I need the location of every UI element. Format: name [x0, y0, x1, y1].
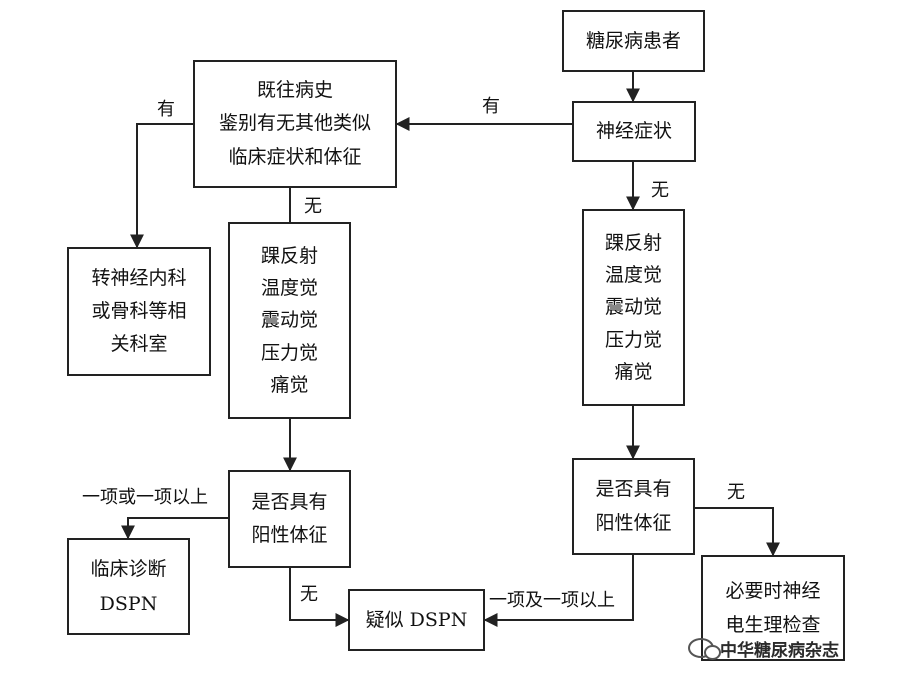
node-electrophys-line-1: 必要时神经	[725, 579, 821, 602]
node-clinical-dx-line-2: DSPN	[99, 592, 158, 615]
label-yes-referral: 有	[157, 99, 175, 120]
edge-positive-right-to-electrophys	[694, 507, 780, 557]
node-referral-line-1: 转神经内科	[91, 266, 187, 289]
node-exam-left-line-1: 踝反射	[260, 244, 318, 267]
node-patient: 糖尿病患者	[562, 10, 705, 72]
node-history-line-1: 既往病史	[256, 79, 333, 102]
node-positive-left: 是否具有 阳性体征	[228, 470, 351, 568]
node-symptoms-text: 神经症状	[595, 120, 672, 143]
node-exam-right: 踝反射 温度觉 震动觉 压力觉 痛觉	[582, 209, 685, 406]
watermark-text: 中华糖尿病杂志	[720, 640, 839, 661]
node-referral-line-3: 关科室	[110, 333, 168, 356]
node-history: 既往病史 鉴别有无其他类似 临床症状和体征	[193, 60, 397, 188]
node-electrophys: 必要时神经 电生理检查	[701, 555, 845, 661]
node-referral: 转神经内科 或骨科等相 关科室	[67, 247, 211, 376]
label-no-left: 无	[304, 196, 322, 217]
node-clinical-dx: 临床诊断 DSPN	[67, 538, 190, 635]
node-history-line-3: 临床症状和体征	[228, 145, 362, 168]
label-yes-history: 有	[482, 96, 500, 117]
label-no-suspected: 无	[300, 584, 318, 605]
node-positive-right-line-2: 阳性体征	[595, 511, 672, 534]
node-exam-left-line-4: 压力觉	[260, 341, 318, 364]
label-no-electrophys: 无	[727, 482, 745, 503]
journal-watermark: 中华糖尿病杂志	[688, 628, 896, 668]
node-history-line-2: 鉴别有无其他类似	[218, 112, 371, 135]
node-positive-right: 是否具有 阳性体征	[572, 458, 695, 555]
node-exam-left: 踝反射 温度觉 震动觉 压力觉 痛觉	[228, 222, 351, 419]
node-suspected: 疑似 DSPN	[348, 589, 485, 651]
edge-positive-right-to-suspected	[483, 555, 634, 627]
node-exam-right-line-1: 踝反射	[604, 231, 662, 254]
node-referral-line-2: 或骨科等相	[91, 299, 187, 322]
node-positive-left-line-1: 是否具有	[251, 490, 328, 513]
node-patient-text: 糖尿病患者	[585, 29, 681, 52]
node-exam-right-line-5: 痛觉	[614, 360, 653, 383]
edge-positive-left-to-clinical-dx	[121, 517, 228, 540]
node-exam-left-line-2: 温度觉	[260, 277, 318, 300]
label-no-right: 无	[651, 180, 669, 201]
node-positive-left-line-2: 阳性体征	[251, 524, 328, 546]
node-symptoms: 神经症状	[572, 101, 696, 162]
node-exam-left-line-3: 震动觉	[260, 309, 318, 332]
label-one-or-more-left: 一项或一项以上	[82, 487, 208, 508]
node-exam-right-line-2: 温度觉	[604, 264, 662, 287]
wechat-icon	[688, 638, 721, 660]
node-exam-right-line-4: 压力觉	[604, 328, 662, 351]
edge-history-to-referral	[130, 123, 193, 249]
edge-positive-left-to-suspected	[289, 568, 350, 627]
node-clinical-dx-line-1: 临床诊断	[90, 558, 167, 581]
node-exam-left-line-5: 痛觉	[270, 373, 309, 396]
label-one-and-more-right: 一项及一项以上	[489, 590, 615, 611]
node-suspected-text: 疑似 DSPN	[365, 608, 468, 631]
node-exam-right-line-3: 震动觉	[604, 296, 662, 319]
node-electrophys-line-2: 电生理检查	[725, 614, 821, 636]
node-positive-right-line-1: 是否具有	[595, 478, 672, 501]
